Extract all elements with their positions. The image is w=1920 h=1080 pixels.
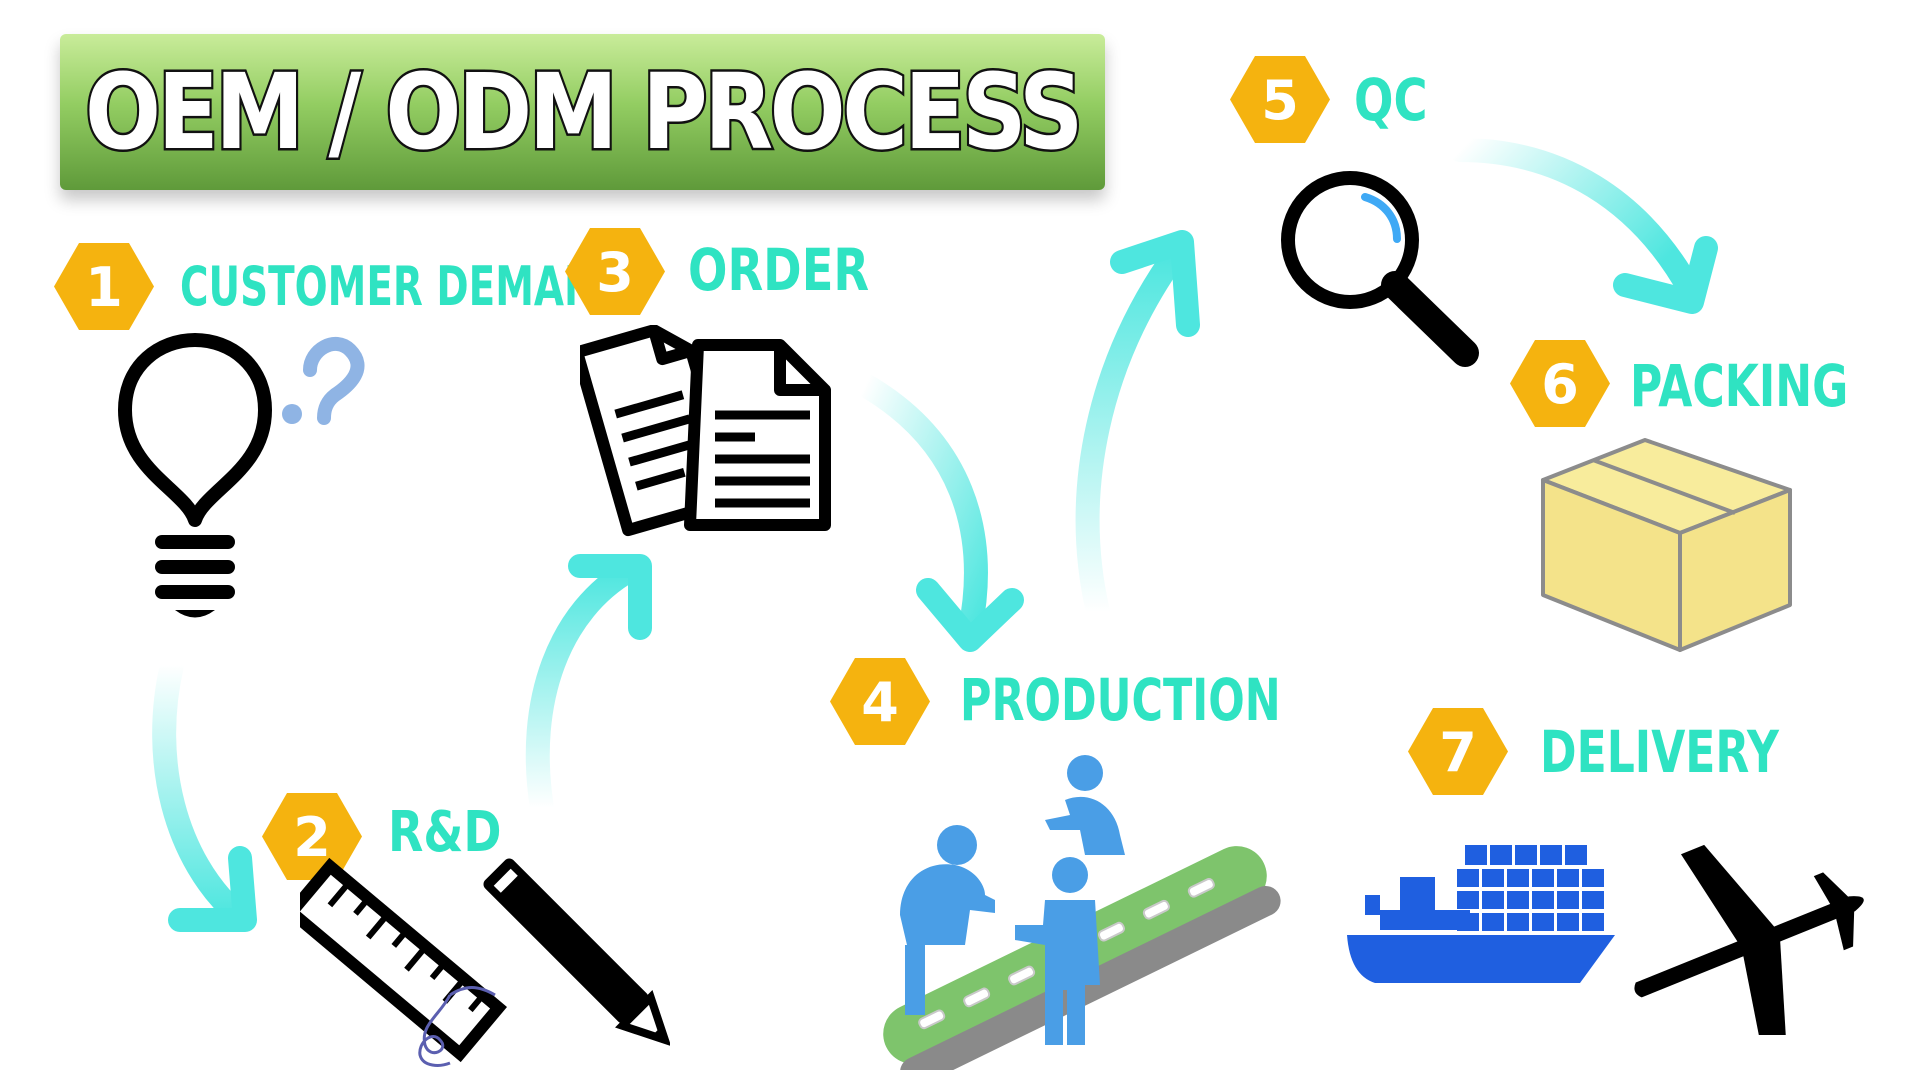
- worker-front: [1015, 857, 1100, 1045]
- airplane: [1634, 844, 1864, 1035]
- worker-top: [1045, 755, 1125, 855]
- step-6-hexagon: 6: [1510, 340, 1610, 427]
- step-2-label: R&D: [388, 800, 502, 865]
- arrow-demand-to-rnd: [152, 653, 257, 932]
- step-4-number: 4: [861, 671, 899, 734]
- box-icon: [1541, 438, 1792, 652]
- step-1-label: CUSTOMER DEMAND: [180, 255, 629, 318]
- step-3-label: ORDER: [688, 236, 870, 304]
- page-title: OEM / ODM PROCESS: [83, 49, 1086, 176]
- step-1-number: 1: [85, 256, 123, 319]
- step-5-number: 5: [1261, 69, 1299, 132]
- cargo-ship: [1347, 845, 1615, 983]
- assembly-line-icon: [883, 755, 1281, 1070]
- documents-icon: [580, 325, 831, 537]
- step-2-number: 2: [293, 806, 331, 869]
- lightbulb-question-icon: [118, 333, 365, 618]
- step-7-label: DELIVERY: [1540, 718, 1779, 786]
- arrow-qc-to-packing: [1448, 138, 1718, 314]
- arrow-rnd-to-order: [525, 554, 652, 820]
- magnifier-icon: [1281, 171, 1479, 367]
- step-5-hexagon: 5: [1230, 56, 1330, 143]
- step-7-number: 7: [1439, 721, 1477, 784]
- worker-left: [900, 825, 995, 1015]
- arrow-production-to-qc: [1075, 230, 1200, 624]
- step-4-hexagon: 4: [830, 658, 930, 745]
- step-1-hexagon: 1: [54, 243, 154, 330]
- step-3-number: 3: [596, 241, 634, 304]
- step-4-label: PRODUCTION: [960, 666, 1281, 734]
- step-5-label: QC: [1354, 66, 1428, 134]
- arrow-order-to-production: [853, 373, 1024, 652]
- step-6-number: 6: [1541, 353, 1579, 416]
- step-2-hexagon: 2: [262, 793, 362, 880]
- step-7-hexagon: 7: [1408, 708, 1508, 795]
- ship-plane-icon: [1347, 844, 1864, 1035]
- ruler-pencil-icon: [300, 857, 670, 1067]
- step-6-label: PACKING: [1630, 352, 1849, 420]
- title-banner: OEM / ODM PROCESS: [60, 34, 1105, 190]
- step-3-hexagon: 3: [565, 228, 665, 315]
